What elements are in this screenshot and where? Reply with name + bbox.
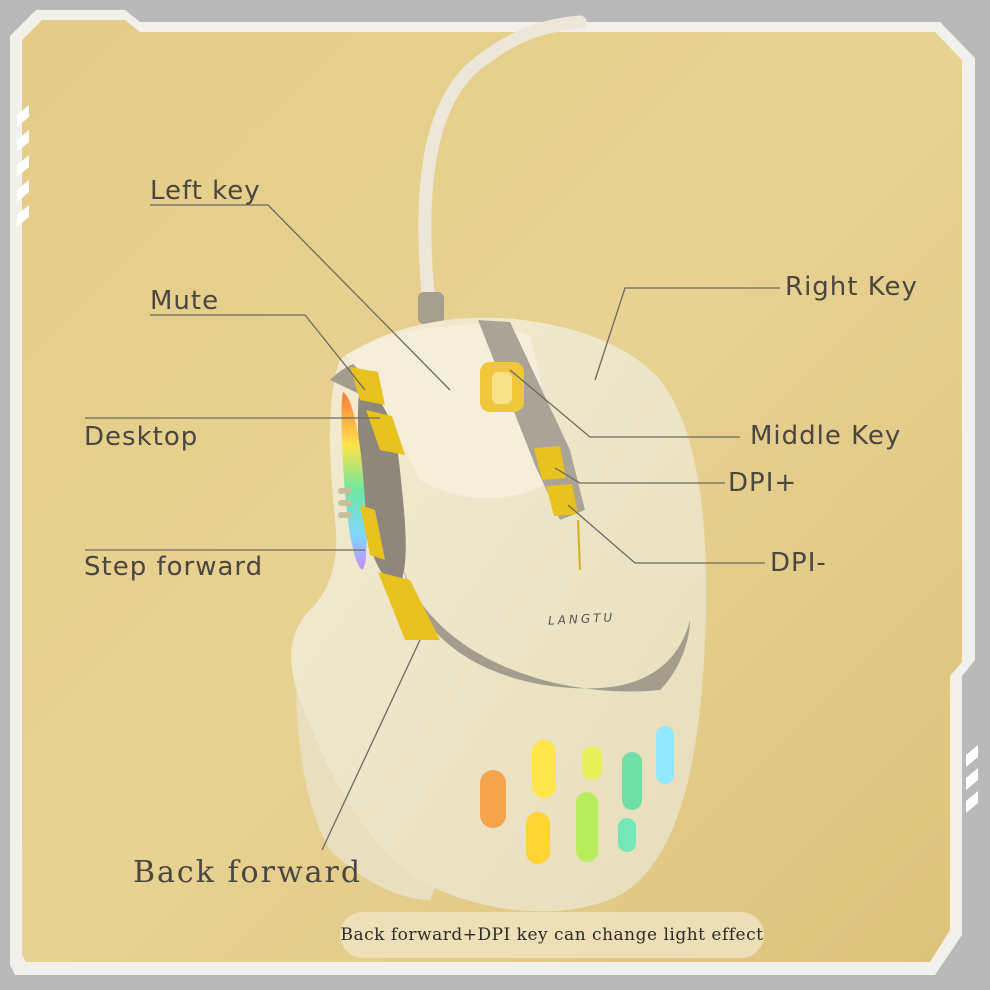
label-desktop: Desktop (84, 422, 199, 452)
back-forward-button (378, 572, 440, 640)
frame-stripes-left (17, 105, 29, 227)
rear-rgb-lights (480, 726, 674, 864)
mouse-cable (418, 15, 587, 322)
side-vents (338, 488, 352, 518)
label-middle-key: Middle Key (750, 421, 902, 451)
callout-lines (85, 204, 780, 851)
callout-middle-key (509, 369, 740, 438)
desktop-button (366, 410, 405, 455)
mute-button (350, 367, 385, 405)
caption-pill: Back forward+DPI key can change light ef… (340, 912, 764, 958)
label-dpi-minus: DPI- (770, 548, 827, 578)
caption-text: Back forward+DPI key can change light ef… (340, 925, 764, 945)
dpi-plus-button (534, 446, 566, 480)
step-forward-button (360, 505, 385, 560)
label-step-forward: Step forward (84, 552, 264, 582)
callout-dpi-plus (554, 467, 725, 484)
callout-right-key (594, 287, 780, 381)
label-right-key: Right Key (785, 272, 918, 302)
callout-dpi-minus (567, 504, 765, 564)
label-mute: Mute (150, 286, 220, 316)
label-back-forward: Back forward (133, 855, 363, 890)
side-rgb-strip (341, 392, 367, 570)
frame-stripes-right (966, 745, 978, 813)
label-left-key: Left key (150, 176, 261, 206)
label-dpi-plus: DPI+ (728, 468, 798, 498)
dpi-minus-button (546, 484, 578, 516)
callout-mute (150, 314, 366, 391)
callout-left-key (150, 204, 451, 391)
callout-back-forward (321, 639, 421, 851)
